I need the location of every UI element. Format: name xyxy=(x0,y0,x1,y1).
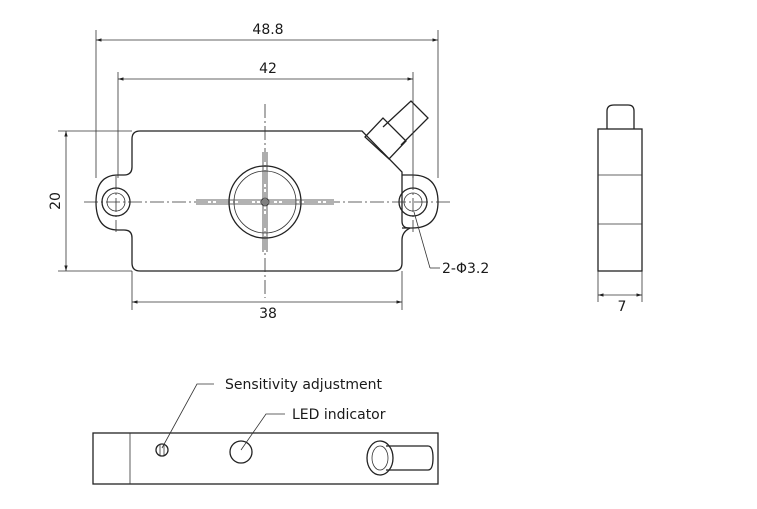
front-view: Sensitivity adjustment LED indicator xyxy=(92,377,439,485)
sensitivity-leader xyxy=(161,383,214,449)
dimension-hole-spacing: 42 xyxy=(117,61,414,178)
front-view-body xyxy=(92,432,439,485)
dim-48-8-text: 48.8 xyxy=(252,22,283,38)
led-label: LED indicator xyxy=(292,407,386,423)
dim-42-text: 42 xyxy=(259,61,277,77)
dim-20-text: 20 xyxy=(48,192,64,210)
top-view: 48.8 42 20 38 2-Φ3.2 xyxy=(48,22,489,322)
sensitivity-label: Sensitivity adjustment xyxy=(225,377,382,393)
hole-callout-text: 2-Φ3.2 xyxy=(442,261,489,277)
right-mounting-ear xyxy=(402,174,439,229)
cable-connector-front xyxy=(366,440,434,476)
led-indicator-symbol xyxy=(229,440,253,464)
hole-callout: 2-Φ3.2 xyxy=(413,211,489,277)
dimension-height: 20 xyxy=(48,130,132,272)
dimension-body-width: 38 xyxy=(131,271,403,322)
dimension-thickness: 7 xyxy=(597,271,643,315)
dim-7-text: 7 xyxy=(618,299,627,315)
side-view-body xyxy=(597,128,643,272)
side-view-cable-stub xyxy=(606,104,635,129)
sensitivity-screw xyxy=(155,443,169,457)
led-leader xyxy=(240,413,285,451)
top-view-body-outline xyxy=(95,130,411,272)
side-view: 7 xyxy=(597,104,643,315)
cable-top-view xyxy=(364,100,429,160)
dimension-overall-width: 48.8 xyxy=(95,22,439,178)
dim-38-text: 38 xyxy=(259,306,277,322)
